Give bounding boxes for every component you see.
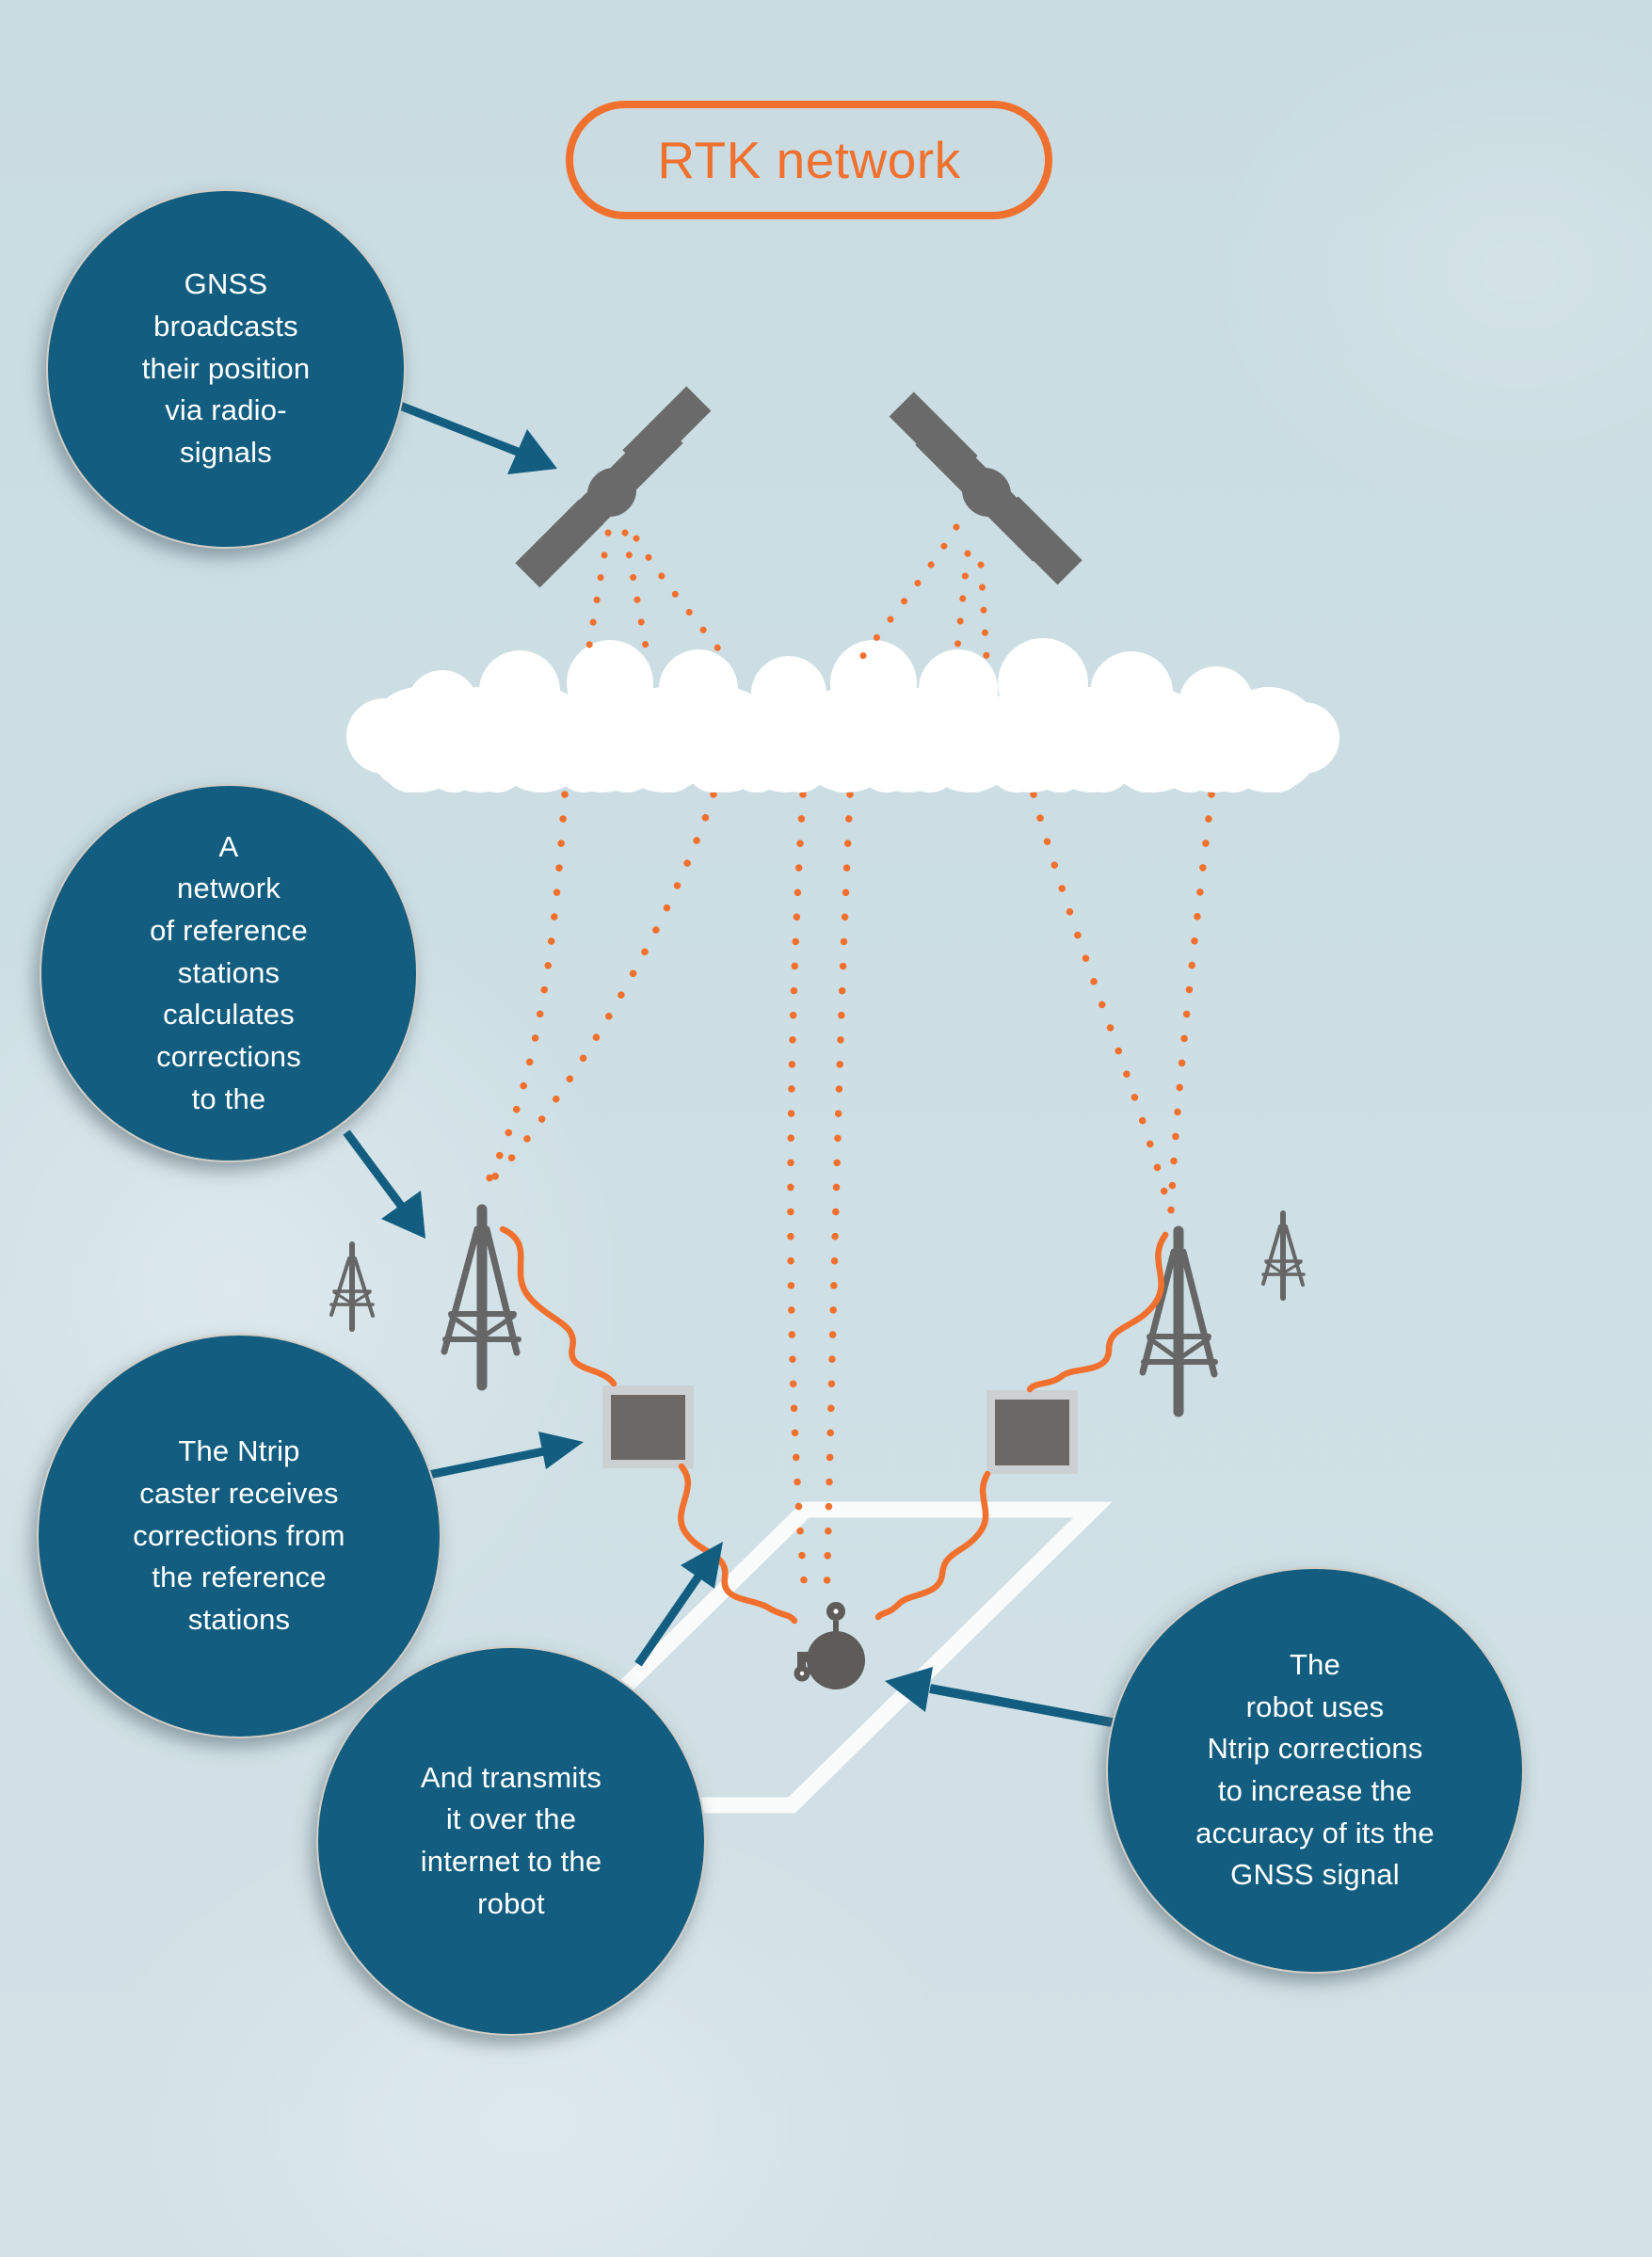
wave-left-tower-to-caster xyxy=(499,1225,617,1387)
bubble-gnss-text: GNSS broadcasts their position via radio… xyxy=(141,267,311,469)
satellite-panel xyxy=(515,499,604,588)
bubble-transmit-internet: And transmits it over the internet to th… xyxy=(316,1646,706,2036)
bubble-reference-network: A network of reference stations calculat… xyxy=(40,784,418,1162)
signal-dots-to-left-tower-2 xyxy=(488,791,717,1184)
right-satellite-ray-3 xyxy=(977,561,990,661)
robot-body xyxy=(807,1631,865,1689)
satellite-panel xyxy=(993,496,1083,585)
caster-screen xyxy=(611,1395,685,1460)
robot-arm-joint xyxy=(797,1652,806,1669)
radio-tower-icon xyxy=(329,1241,375,1332)
arrow-network-to-tower xyxy=(343,1129,405,1209)
bubble-reference-network-text: A network of reference stations calculat… xyxy=(150,829,308,1115)
signal-dots-to-right-tower-1 xyxy=(1030,791,1173,1214)
robot-antenna-dot xyxy=(833,1609,839,1614)
satellite-body xyxy=(586,467,637,518)
bubble-gnss-broadcasts: GNSS broadcasts their position via radio… xyxy=(46,189,406,549)
signal-dots-to-right-tower-2 xyxy=(1167,791,1215,1214)
bubble-robot-uses: The robot uses Ntrip corrections to incr… xyxy=(1106,1567,1524,1974)
ntrip-caster-icon xyxy=(986,1390,1078,1474)
signal-dots-to-robot-1 xyxy=(787,791,810,1606)
radio-tower-icon xyxy=(1139,1225,1218,1417)
signal-dots-to-robot-2 xyxy=(823,791,854,1606)
right-satellite-ray-2 xyxy=(953,550,971,661)
caster-screen xyxy=(995,1400,1069,1465)
arrow-icon xyxy=(634,1542,723,1667)
left-satellite-ray-3 xyxy=(633,535,729,661)
satellite-panel xyxy=(622,386,712,475)
signal-dots-icon xyxy=(584,523,990,661)
wave-right-tower-to-caster xyxy=(1026,1231,1169,1393)
arrow-gnss-to-satellite xyxy=(398,401,520,456)
bubble-ntrip-caster: The Ntrip caster receives corrections fr… xyxy=(37,1334,441,1738)
signal-dots-to-left-tower-1 xyxy=(484,791,569,1186)
satellite-body xyxy=(961,467,1012,518)
correction-wave-icon xyxy=(499,1225,1169,1625)
signal-dots-icon xyxy=(484,791,1215,1606)
ntrip-caster-icon xyxy=(602,1385,694,1468)
robot-wheel-dot xyxy=(799,1671,805,1676)
diagram-title-badge: RTK network xyxy=(566,101,1052,219)
satellite-panel xyxy=(889,392,978,481)
wave-left-caster-to-field xyxy=(678,1463,798,1625)
radio-tower-icon xyxy=(441,1204,521,1391)
arrow-icon xyxy=(343,1129,425,1239)
arrow-icon xyxy=(398,401,557,474)
satellite-icon xyxy=(889,392,1083,585)
left-satellite-ray-1 xyxy=(584,529,612,661)
page-title: RTK network xyxy=(657,131,961,189)
satellite-icon xyxy=(515,386,712,588)
right-satellite-ray-1 xyxy=(858,523,960,661)
left-satellite-ray-2 xyxy=(621,529,651,661)
wave-right-caster-to-field xyxy=(874,1470,991,1621)
bubble-ntrip-caster-text: The Ntrip caster receives corrections fr… xyxy=(133,1434,345,1636)
cloud-icon xyxy=(346,638,1339,792)
bubble-robot-uses-text: The robot uses Ntrip corrections to incr… xyxy=(1195,1648,1435,1892)
bubble-transmit-internet-text: And transmits it over the internet to th… xyxy=(420,1760,602,1920)
arrow-transmit-to-field xyxy=(634,1574,702,1667)
radio-tower-icon xyxy=(1261,1210,1306,1301)
robot-icon xyxy=(794,1602,865,1689)
